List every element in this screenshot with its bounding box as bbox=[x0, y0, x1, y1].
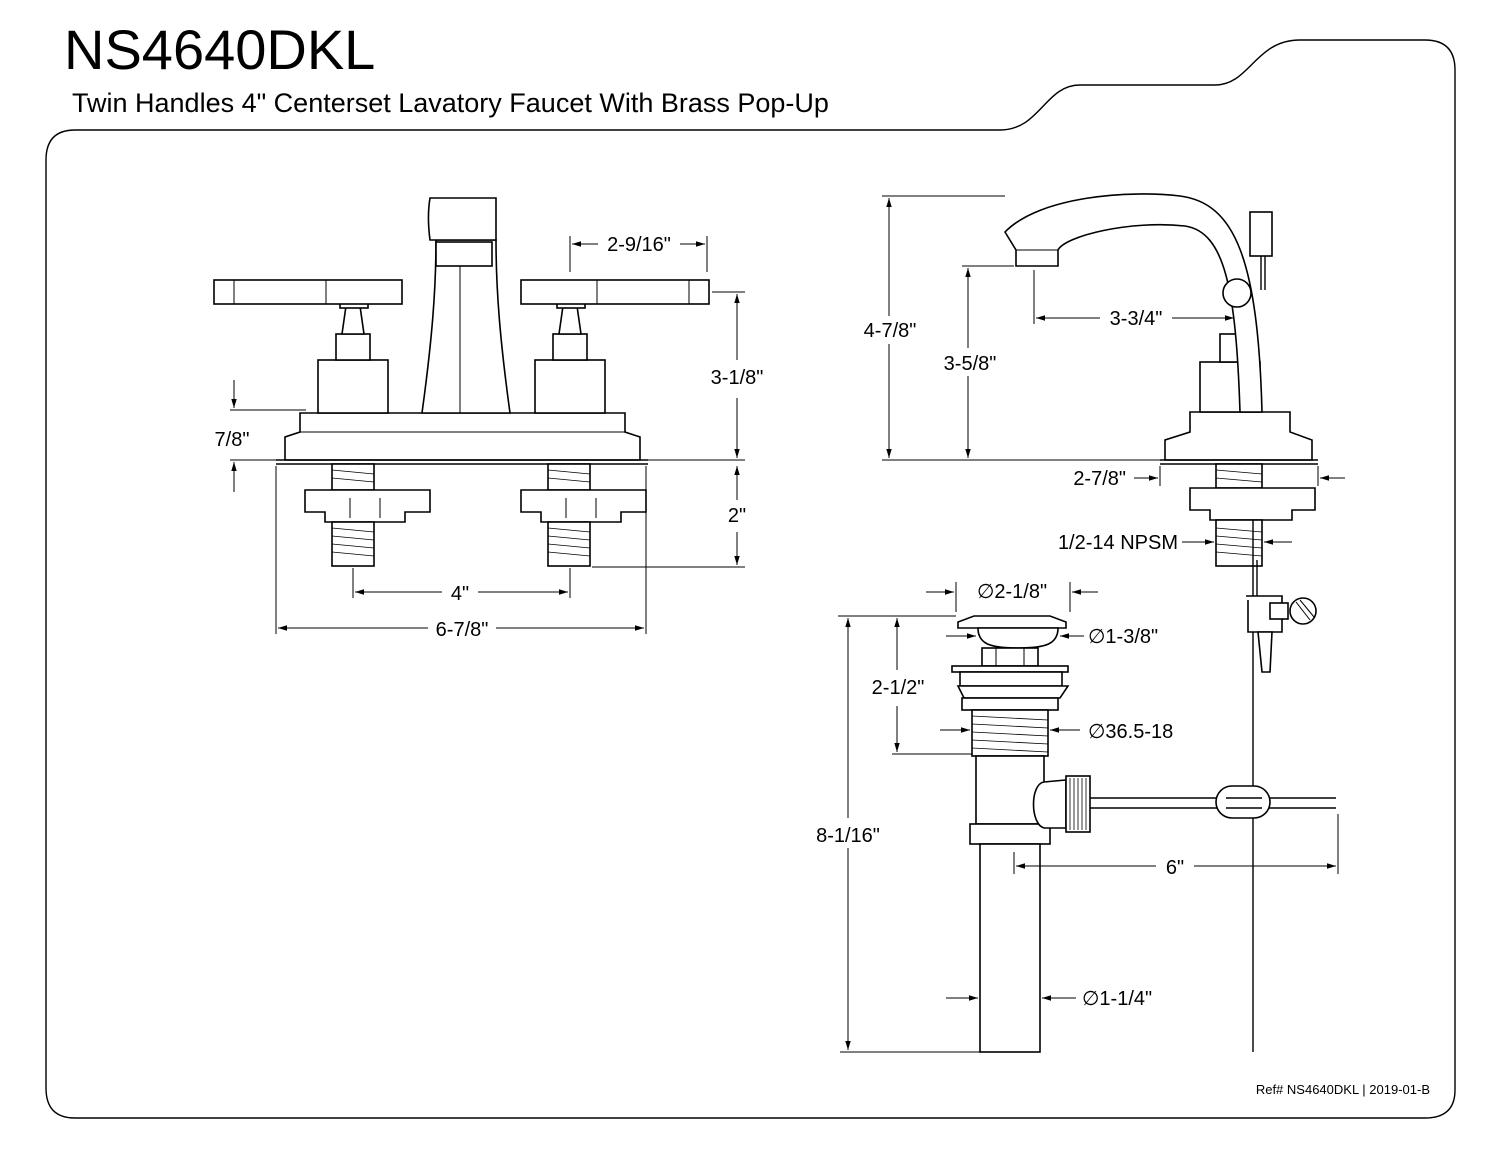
product-description: Twin Handles 4" Centerset Lavatory Fauce… bbox=[72, 88, 829, 118]
drain-dimensions bbox=[838, 582, 1339, 1053]
right-handle bbox=[520, 279, 710, 414]
dim-spout-reach: 3-3/4" bbox=[1110, 308, 1163, 330]
dim-base-depth: 2-7/8" bbox=[1073, 468, 1126, 490]
reference-number: Ref# NS4640DKL | 2019-01-B bbox=[1256, 1082, 1430, 1097]
front-dimensions bbox=[230, 236, 745, 634]
left-shank bbox=[304, 463, 431, 567]
dim-tailpiece-dia: ∅1-1/4" bbox=[1082, 988, 1152, 1010]
dim-handle-offset: 2-9/16" bbox=[607, 234, 671, 256]
left-handle bbox=[213, 279, 403, 414]
dim-rod-length: 6" bbox=[1166, 857, 1184, 879]
front-view: 2-9/16" 3-1/8" 7/8" 2" 4" 6-7/8" bbox=[213, 197, 764, 641]
dim-thread-spec: 1/2-14 NPSM bbox=[1058, 532, 1178, 554]
dim-overall-length: 8-1/16" bbox=[816, 825, 880, 847]
side-dimensions bbox=[882, 195, 1345, 545]
dim-thread-dia: ∅36.5-18 bbox=[1088, 721, 1173, 743]
drain-view: ∅2-1/8" ∅1-3/8" 2-1/2" ∅36.5-18 8-1/16" … bbox=[816, 581, 1339, 1053]
side-view: 4-7/8" 3-5/8" 3-3/4" 2-7/8" 1/2-14 NPSM bbox=[864, 193, 1345, 1052]
dim-body-height: 2-1/2" bbox=[872, 677, 925, 699]
dim-spout-height: 3-5/8" bbox=[944, 353, 997, 375]
dim-flange-dia: ∅2-1/8" bbox=[977, 581, 1047, 603]
right-shank bbox=[520, 463, 647, 567]
model-number: NS4640DKL bbox=[64, 18, 376, 81]
dim-overall-height: 4-7/8" bbox=[864, 320, 917, 342]
dim-height-above-base: 3-1/8" bbox=[711, 367, 764, 389]
front-base-plate bbox=[284, 412, 641, 461]
sheet-frame bbox=[45, 39, 1456, 1119]
side-spout bbox=[1003, 193, 1263, 413]
dim-base-height: 7/8" bbox=[215, 429, 250, 451]
dim-shank-length: 2" bbox=[728, 505, 746, 527]
dim-center-spread: 4" bbox=[451, 583, 469, 605]
dim-base-width: 6-7/8" bbox=[436, 619, 489, 641]
dim-cap-dia: ∅1-3/8" bbox=[1088, 626, 1158, 648]
